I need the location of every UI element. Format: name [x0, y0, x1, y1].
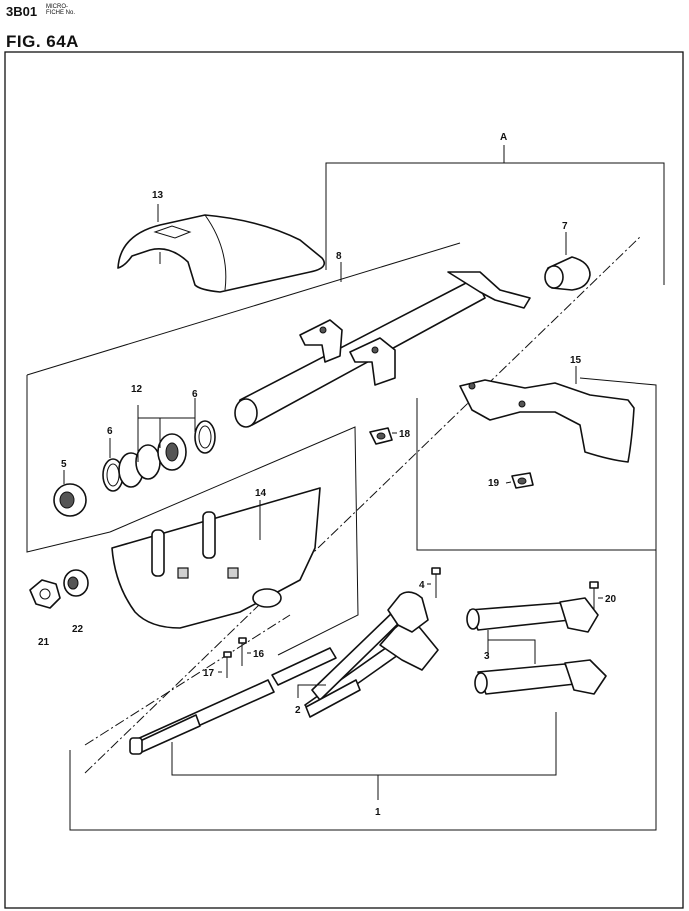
- callout-A: A: [500, 132, 507, 143]
- nut-21: [29, 579, 61, 609]
- callout-17: 17: [203, 668, 215, 679]
- nut-19: [511, 472, 534, 489]
- callout-5: 5: [61, 459, 67, 470]
- callout-18: 18: [399, 429, 411, 440]
- bearing-5: [53, 483, 87, 517]
- callout-20: 20: [605, 594, 617, 605]
- column-bushing: [544, 256, 591, 291]
- callout-13: 13: [152, 190, 164, 201]
- callout-4: 4: [419, 580, 425, 591]
- callout-22: 22: [72, 624, 84, 635]
- callout-7: 7: [562, 221, 568, 232]
- microfiche-label-line1: MICRO-: [46, 4, 68, 10]
- outer-frame: [4, 51, 684, 909]
- shaft-group-frame: [69, 550, 657, 831]
- snap-ring-6b: [194, 420, 216, 454]
- column-bracket: [459, 379, 635, 463]
- upper-column-cover: [117, 214, 326, 293]
- callout-21: 21: [38, 637, 50, 648]
- lower-column-cover: [111, 487, 321, 629]
- dashdot-axis-2: [84, 614, 291, 746]
- callout-2: 2: [295, 705, 301, 716]
- callout-8: 8: [336, 251, 342, 262]
- microfiche-label: MICRO- FICHE No.: [46, 4, 75, 16]
- callout-6-left: 6: [107, 426, 113, 437]
- bolt-16: [238, 637, 247, 666]
- bearing-set-12: [118, 433, 187, 488]
- figure-title: FIG. 64A: [6, 32, 79, 51]
- callout-6-right: 6: [192, 389, 198, 400]
- bolt-4: [431, 567, 441, 598]
- callout-14: 14: [255, 488, 267, 499]
- callout-16: 16: [253, 649, 265, 660]
- callout-19: 19: [488, 478, 500, 489]
- column-group-frame: [26, 375, 111, 553]
- microfiche-code: 3B01: [6, 4, 38, 19]
- nut-18: [369, 427, 393, 445]
- dashdot-axis-1: [84, 236, 641, 774]
- bolt-20: [589, 581, 599, 610]
- callout-12: 12: [131, 384, 143, 395]
- intermediate-shaft: [271, 647, 361, 718]
- microfiche-label-line2: FICHE No.: [46, 10, 76, 16]
- bolt-17: [223, 651, 232, 678]
- universal-joint-upper: [466, 597, 599, 633]
- callout-1: 1: [375, 807, 381, 818]
- column-group-frame-top: [26, 242, 461, 376]
- lower-cover-frame: [109, 426, 359, 656]
- callout-15: 15: [570, 355, 582, 366]
- leader-lines: [63, 204, 603, 800]
- universal-joint-lower: [474, 659, 607, 695]
- steering-column-tube: [234, 271, 531, 428]
- group-a-bracket: [325, 162, 665, 285]
- callout-3: 3: [484, 651, 490, 662]
- washer-22: [63, 569, 89, 597]
